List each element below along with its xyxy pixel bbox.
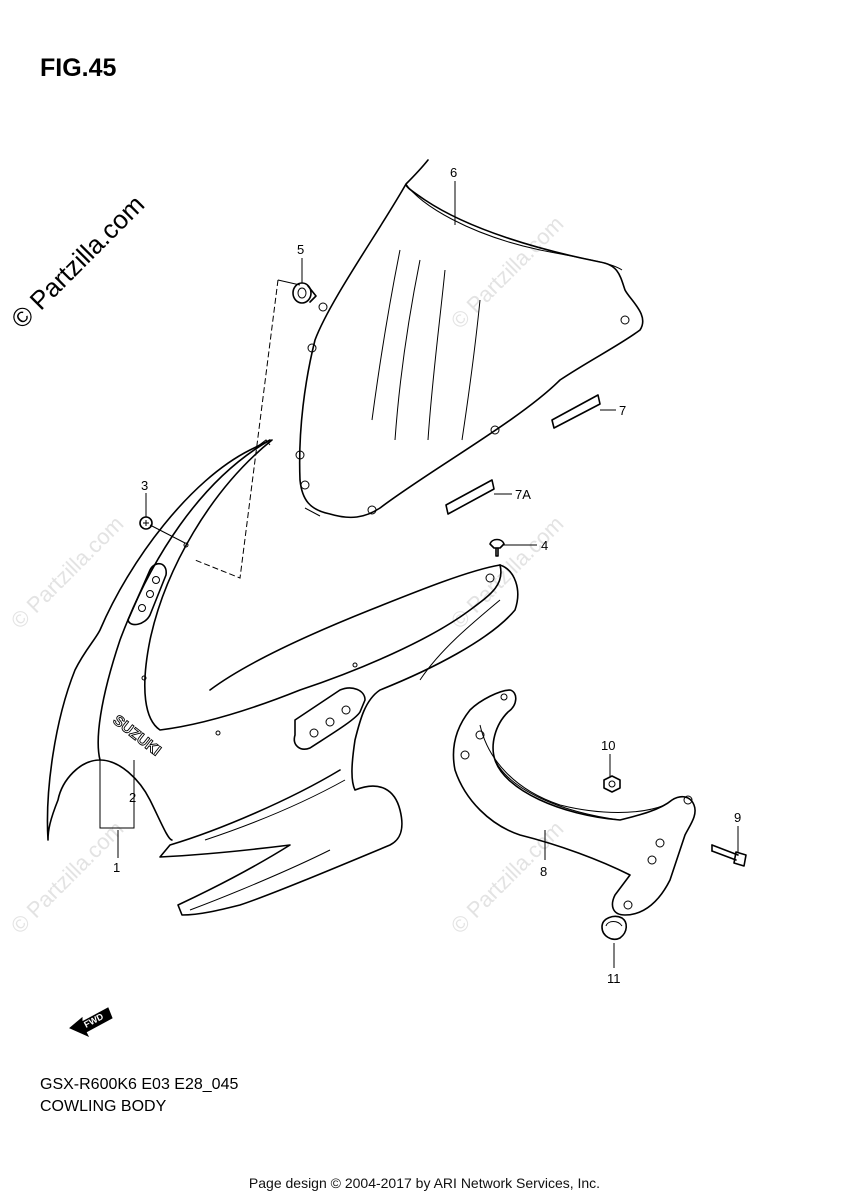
- callout-6[interactable]: 6: [450, 165, 457, 180]
- grommet-part[interactable]: [292, 282, 317, 304]
- suzuki-emblem-part[interactable]: SUZUKI: [109, 711, 164, 760]
- leader-lines: [99, 181, 739, 968]
- callout-9[interactable]: 9: [734, 810, 741, 825]
- tape-strip-7[interactable]: [551, 394, 601, 429]
- guide-lines: [149, 279, 301, 579]
- callout-7[interactable]: 7: [619, 403, 626, 418]
- callout-1[interactable]: 1: [113, 860, 120, 875]
- callout-5[interactable]: 5: [297, 242, 304, 257]
- watermark: © Partzilla.com: [6, 816, 129, 939]
- screw-part[interactable]: [139, 516, 153, 530]
- windscreen-part[interactable]: [295, 159, 644, 519]
- forward-direction-arrow: FWD: [69, 1007, 113, 1038]
- watermark: © Partzilla.com: [6, 511, 129, 634]
- nut-part[interactable]: [603, 775, 621, 793]
- model-code: GSX-R600K6 E03 E28_045: [40, 1076, 239, 1093]
- callout-10[interactable]: 10: [601, 738, 615, 753]
- callouts: 1 2 3 4 5 6 7 7A 8 9 10 11: [113, 165, 741, 986]
- suzuki-logo: SUZUKI: [110, 712, 164, 760]
- watermark: © Partzilla.com: [446, 816, 569, 939]
- callout-3[interactable]: 3: [141, 478, 148, 493]
- callout-2[interactable]: 2: [129, 790, 136, 805]
- watermark-large: © Partzilla.com: [5, 189, 150, 334]
- callout-4[interactable]: 4: [541, 538, 548, 553]
- watermark: © Partzilla.com: [446, 211, 569, 334]
- callout-11[interactable]: 11: [607, 971, 621, 986]
- cowling-bracket-part[interactable]: [452, 689, 696, 916]
- figure-title: FIG.45: [40, 54, 117, 82]
- assembly-name: COWLING BODY: [40, 1098, 167, 1115]
- callout-8[interactable]: 8: [540, 864, 547, 879]
- callout-7a[interactable]: 7A: [515, 487, 531, 502]
- bolt-part[interactable]: [711, 844, 747, 867]
- cowling-body-part[interactable]: [46, 439, 519, 916]
- screw-part[interactable]: [489, 538, 505, 557]
- copyright-notice: Page design © 2004-2017 by ARI Network S…: [248, 1175, 601, 1191]
- damper-part[interactable]: [601, 915, 628, 941]
- watermarks: © Partzilla.com © Partzilla.com © Partzi…: [5, 189, 568, 938]
- tape-strip-7a[interactable]: [445, 479, 495, 515]
